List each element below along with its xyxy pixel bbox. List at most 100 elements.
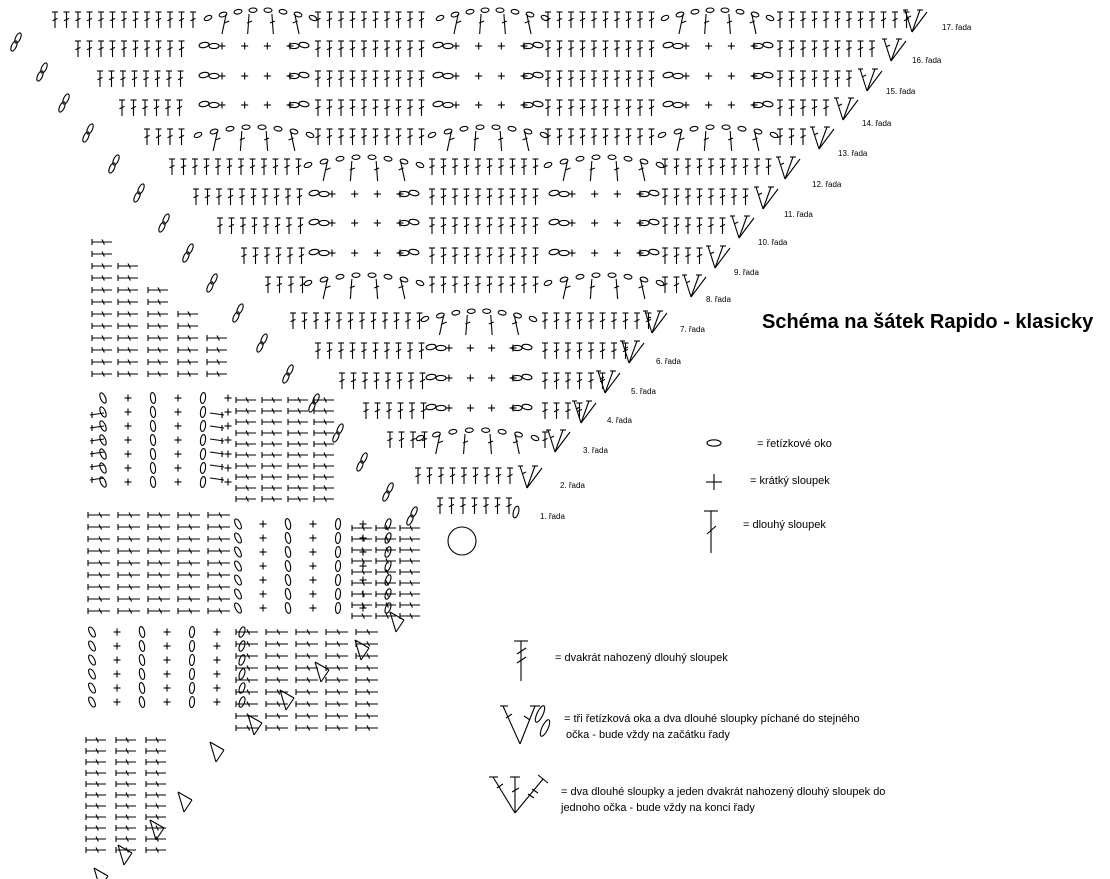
left-block-a-dc: [118, 299, 138, 305]
row-start-chains: [10, 32, 419, 526]
row-14-segment-5: [545, 100, 655, 116]
row-label-14: 14. řada: [862, 119, 891, 128]
row-15-end-v: [858, 69, 882, 91]
row-16-segment-7: [777, 41, 875, 57]
row-10-end-v: [730, 216, 754, 238]
row-11-segment-3: [429, 189, 539, 205]
row-12-segment-5: [662, 159, 772, 175]
row-12-segment-4: [543, 155, 664, 181]
row-13-segment-3: [315, 129, 425, 145]
left-block-d-dc: [88, 536, 230, 542]
row-10-segment-1: [217, 218, 304, 234]
legend-sc-icon: [706, 474, 722, 490]
left-block-a-dc: [118, 311, 138, 317]
left-block-a-dc: [178, 359, 198, 365]
row-label-13: 13. řada: [838, 149, 867, 158]
row-17-segment-4: [435, 8, 549, 34]
row-12-segment-3: [429, 159, 539, 175]
left-block-c-dc: [236, 419, 334, 425]
left-block-c-dc: [236, 496, 334, 502]
legend-end-line2: jednoho očka - bude vždy na konci řady: [561, 801, 755, 816]
left-block-d-dc: [88, 584, 230, 590]
row-15-segment-6: [663, 72, 774, 80]
row-label-8: 8. řada: [706, 295, 731, 304]
left-block-i-dc: [86, 781, 166, 787]
legend-chain-label: = řetízkové oko: [757, 437, 832, 452]
legend-end-line1: = dva dlouhé sloupky a jeden dvakrát nah…: [561, 785, 885, 800]
row-8-segment-2: [303, 273, 424, 299]
left-block-a-dc: [118, 287, 138, 293]
row-16-segment-6: [663, 42, 774, 50]
row-15-segment-4: [433, 72, 544, 80]
row-9-end-v: [706, 246, 730, 268]
left-vs: [94, 612, 404, 879]
left-block-g-dc: [236, 629, 378, 635]
row-7-segment-1: [290, 313, 423, 329]
row-16-segment-1: [75, 41, 185, 57]
row-14-segment-6: [663, 101, 774, 109]
row-10-segment-4: [549, 219, 660, 227]
left-block-f-dc: [352, 591, 420, 597]
row-label-15: 15. řada: [886, 87, 915, 96]
row-16-segment-5: [545, 41, 655, 57]
left-block-f-dc: [352, 525, 420, 531]
left-block-c-dc: [236, 485, 334, 491]
left-block-a-dc: [178, 335, 198, 341]
left-block-h: [87, 626, 246, 708]
row-17-segment-1: [52, 12, 196, 28]
left-block-d-dc: [88, 596, 230, 602]
row-12-segment-1: [169, 159, 302, 175]
left-block-a-dc: [92, 263, 112, 269]
diagram-title: Schéma na šátek Rapido - klasicky: [762, 311, 1093, 334]
row-label-6: 6. řada: [656, 357, 681, 366]
left-block-i-dc: [86, 836, 166, 842]
row-17-segment-5: [545, 12, 655, 28]
row-15-segment-3: [315, 71, 425, 87]
row-label-2: 2. řada: [560, 481, 585, 490]
left-block-c-dc: [236, 408, 334, 414]
left-block-i-dc: [86, 737, 166, 743]
row-6-segment-2: [426, 344, 533, 352]
left-block-d-dc: [88, 512, 230, 518]
left-block-g-dc: [236, 677, 378, 683]
row-9-segment-2: [309, 249, 420, 257]
row-16-segment-3: [315, 41, 425, 57]
row-label-1: 1. řada: [540, 512, 565, 521]
row-14-segment-2: [199, 101, 310, 109]
legend-start-line2: očka - bude vždy na začátku řady: [566, 728, 730, 743]
left-block-a-dc: [178, 311, 198, 317]
legend-end-v-icon: [489, 775, 548, 813]
left-block-a-dc: [148, 311, 168, 317]
row-15-segment-2: [199, 72, 310, 80]
left-block-g-dc: [236, 689, 378, 695]
left-block-g-dc: [236, 713, 378, 719]
left-block-a-dc: [207, 359, 227, 365]
left-block-c-dc: [236, 441, 334, 447]
row-5-segment-1: [339, 373, 426, 389]
row-13-segment-1: [144, 129, 185, 145]
row-label-3: 3. řada: [583, 446, 608, 455]
left-block-f-dc: [352, 613, 420, 619]
legend-start-v-icon: [500, 705, 552, 744]
row-12-segment-2: [303, 155, 424, 181]
left-block-d-dc: [88, 524, 230, 530]
row-17-segment-2: [203, 8, 317, 34]
left-block-i-dc: [86, 770, 166, 776]
row-16-segment-4: [433, 42, 544, 50]
left-block-a-dc: [178, 347, 198, 353]
left-block-d-dc: [88, 560, 230, 566]
row-17-segment-6: [660, 8, 774, 34]
legend-tr-icon: [514, 641, 528, 681]
left-block-d-dc: [88, 608, 230, 614]
legend-sc-label: = krátký sloupek: [750, 474, 830, 489]
left-block-i-dc: [86, 825, 166, 831]
row-label-16: 16. řada: [912, 56, 941, 65]
legend-chain-icon: [707, 440, 721, 446]
row-14-segment-1: [119, 100, 183, 116]
row-1-segment-1: [437, 498, 512, 514]
row-8-segment-4: [543, 273, 664, 299]
row-label-9: 9. řada: [734, 268, 759, 277]
left-block-a-dc: [148, 359, 168, 365]
row-label-10: 10. řada: [758, 238, 787, 247]
left-block-a-dc: [207, 347, 227, 353]
